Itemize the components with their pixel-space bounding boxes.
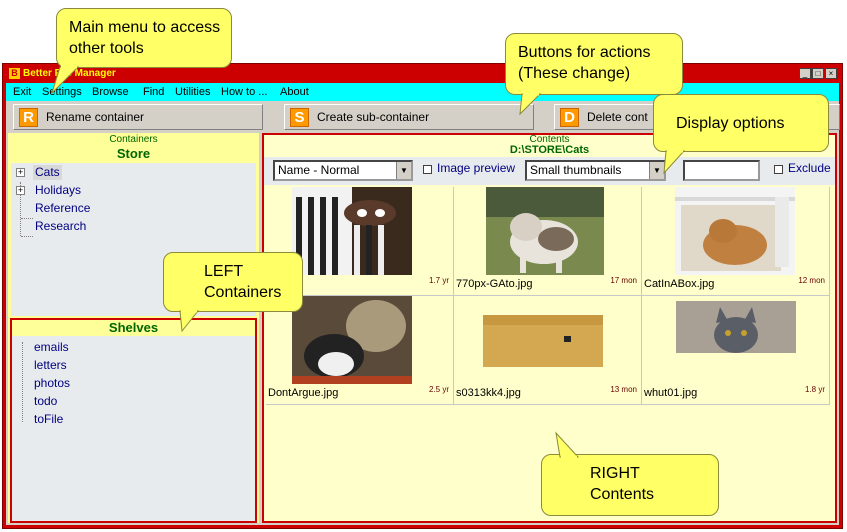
file-thumbnail[interactable]: DontArgue.jpg 2.5 yr <box>266 296 454 405</box>
file-name: 770px-GAto.jpg <box>456 278 533 290</box>
file-age: 2.5 yr <box>428 385 449 394</box>
menu-utilities[interactable]: Utilities <box>175 86 211 98</box>
main-menu-callout: Main menu to access other tools <box>51 8 232 94</box>
shelves-panel: Shelves emails letters photos todo toFil… <box>10 318 257 523</box>
store-title: Store <box>116 146 151 161</box>
shelves-title: Shelves <box>108 320 159 335</box>
title-bar[interactable]: B Better File Manager _ □ × <box>6 67 839 81</box>
file-thumbnail[interactable]: CatInABox.jpg 12 mon <box>642 187 830 296</box>
file-name: whut01.jpg <box>644 387 698 399</box>
rename-container-button[interactable]: R Rename container <box>13 104 263 130</box>
expand-icon[interactable]: + <box>16 167 25 177</box>
shelf-item-letters[interactable]: letters <box>34 358 67 372</box>
right-contents-callout: RIGHT Contents <box>541 431 719 516</box>
menu-about[interactable]: About <box>280 86 309 98</box>
display-options-callout: Display options <box>653 94 829 175</box>
file-age: 13 mon <box>610 385 637 394</box>
file-name: DontArgue.jpg <box>268 387 339 399</box>
exclude-checkbox[interactable] <box>774 165 783 174</box>
rename-icon: R <box>19 107 38 127</box>
file-thumbnail[interactable]: s0313kk4.jpg 13 mon <box>454 296 642 405</box>
view-mode-value: Small thumbnails <box>530 163 622 177</box>
right-contents-callout-text: RIGHT Contents <box>590 465 655 503</box>
app-logo-icon: B <box>9 68 20 79</box>
delete-icon: D <box>560 107 579 127</box>
store-item-holidays[interactable]: Holidays <box>35 183 82 197</box>
current-path: D:\STORE\Cats <box>509 144 590 156</box>
thumbnail-grid: 1.7 yr 770px-GAto.jpg 17 mon <box>266 187 830 405</box>
shelf-item-emails[interactable]: emails <box>34 340 69 354</box>
filter-input[interactable] <box>683 160 760 181</box>
menu-settings[interactable]: Settings <box>42 86 82 98</box>
containers-caption: Containers <box>109 134 158 145</box>
cat-photo-thumbnail <box>486 187 604 275</box>
file-age: 17 mon <box>610 276 637 285</box>
expand-icon[interactable]: + <box>16 185 25 195</box>
menu-browse[interactable]: Browse <box>92 86 129 98</box>
file-name: CatInABox.jpg <box>644 278 715 290</box>
main-menu-callout-text: Main menu to access other tools <box>69 19 221 57</box>
create-icon: S <box>290 107 309 127</box>
store-item-cats[interactable]: Cats <box>33 165 62 180</box>
left-containers-callout: LEFT Containers <box>163 252 303 333</box>
display-options-callout-text: Display options <box>676 115 785 132</box>
menu-find[interactable]: Find <box>143 86 165 98</box>
delete-container-label: Delete cont <box>587 110 648 124</box>
cat-photo-thumbnail <box>675 187 795 275</box>
contents-caption: Contents <box>529 134 570 145</box>
sort-select[interactable]: Name - Normal ▼ <box>273 160 413 181</box>
display-options-bar: Name - Normal ▼ Image preview Small thum… <box>264 157 835 185</box>
store-item-reference[interactable]: Reference <box>35 201 91 215</box>
image-preview-label[interactable]: Image preview <box>437 161 516 175</box>
exclude-label[interactable]: Exclude <box>788 161 831 175</box>
cat-photo-thumbnail <box>292 187 412 275</box>
right-contents-pane: Contents D:\STORE\Cats Name - Normal ▼ I… <box>262 133 837 523</box>
chevron-down-icon[interactable]: ▼ <box>649 162 664 179</box>
maximize-button[interactable]: □ <box>812 68 824 79</box>
view-mode-select[interactable]: Small thumbnails ▼ <box>525 160 666 181</box>
store-item-research[interactable]: Research <box>35 219 87 233</box>
file-age: 1.7 yr <box>428 276 449 285</box>
actions-callout-text: Buttons for actions (These change) <box>518 44 651 82</box>
left-containers-callout-text: LEFT Containers <box>204 263 282 301</box>
image-preview-checkbox[interactable] <box>423 165 432 174</box>
menu-exit[interactable]: Exit <box>13 86 32 98</box>
shelf-item-tofile[interactable]: toFile <box>34 412 64 426</box>
file-name: s0313kk4.jpg <box>456 387 521 399</box>
shelf-item-todo[interactable]: todo <box>34 394 58 408</box>
left-containers-pane: Containers Store + Cats + Holidays Refer… <box>8 133 259 523</box>
create-sub-container-label: Create sub-container <box>317 110 430 124</box>
cat-photo-thumbnail <box>483 315 603 367</box>
cat-photo-thumbnail <box>676 301 796 353</box>
file-thumbnail[interactable]: 770px-GAto.jpg 17 mon <box>454 187 642 296</box>
close-button[interactable]: × <box>825 68 837 79</box>
minimize-button[interactable]: _ <box>799 68 811 79</box>
file-thumbnail[interactable]: whut01.jpg 1.8 yr <box>642 296 830 405</box>
cat-photo-thumbnail <box>292 296 412 384</box>
shelf-item-photos[interactable]: photos <box>34 376 71 390</box>
sort-select-value: Name - Normal <box>278 163 360 177</box>
actions-callout: Buttons for actions (These change) <box>505 33 683 116</box>
file-age: 12 mon <box>798 276 825 285</box>
rename-container-label: Rename container <box>46 110 145 124</box>
create-sub-container-button[interactable]: S Create sub-container <box>284 104 534 130</box>
chevron-down-icon[interactable]: ▼ <box>396 162 411 179</box>
menu-how-to[interactable]: How to ... <box>221 86 268 98</box>
file-age: 1.8 yr <box>804 385 825 394</box>
client-area: R Rename container S Create sub-containe… <box>6 101 840 525</box>
